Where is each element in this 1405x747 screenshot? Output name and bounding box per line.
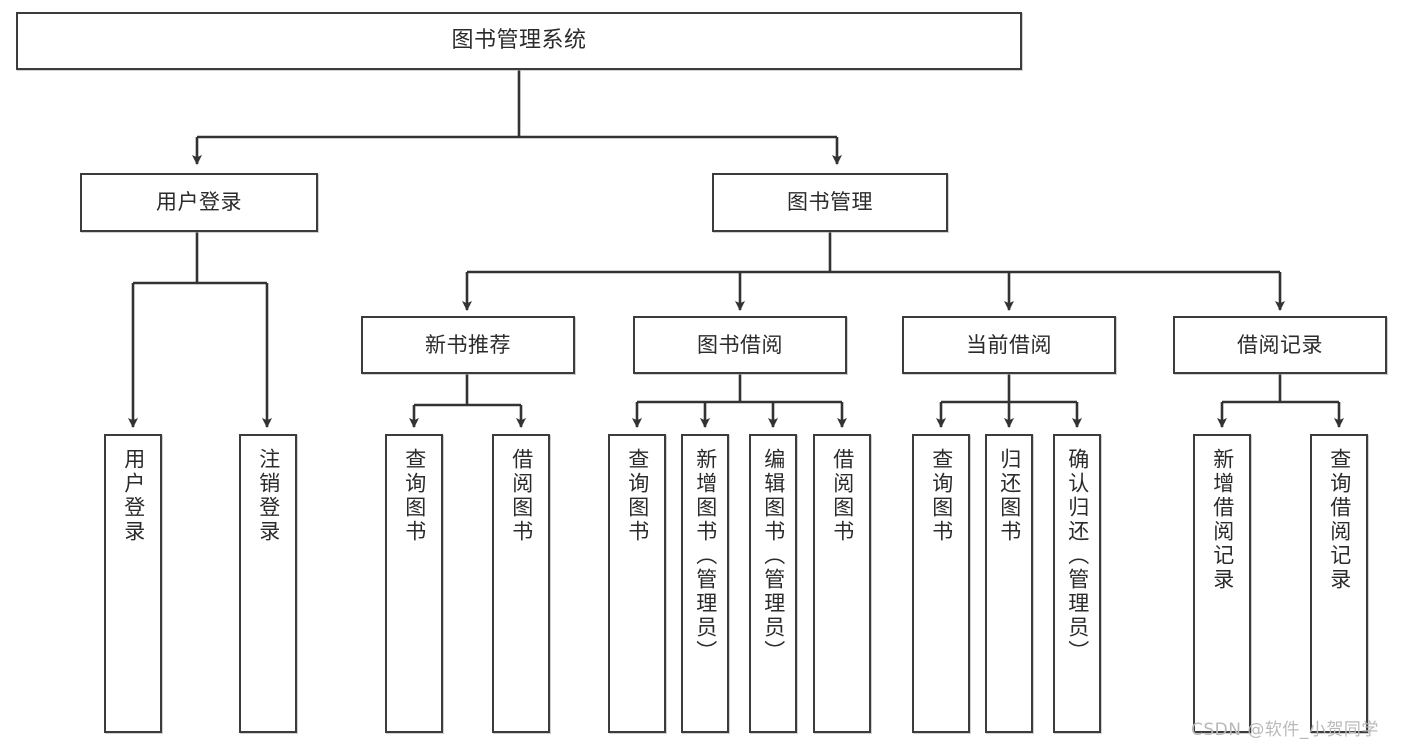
leaf-borrow-book-1[interactable]: 借阅图书 <box>492 434 550 733</box>
node-current-borrow[interactable]: 当前借阅 <box>902 316 1116 374</box>
node-new-book-recommend[interactable]: 新书推荐 <box>361 316 575 374</box>
node-book-borrow[interactable]: 图书借阅 <box>633 316 847 374</box>
node-user-login-label: 用户登录 <box>156 190 242 215</box>
leaf-return-book[interactable]: 归还图书 <box>985 434 1033 733</box>
leaf-borrow-book-2[interactable]: 借阅图书 <box>813 434 871 733</box>
leaf-query-book-3-label: 查询图书 <box>929 448 954 544</box>
leaf-return-book-label: 归还图书 <box>997 448 1022 544</box>
node-root[interactable]: 图书管理系统 <box>16 12 1022 70</box>
node-user-login[interactable]: 用户登录 <box>80 173 318 232</box>
leaf-borrow-book-1-label: 借阅图书 <box>509 448 534 544</box>
leaf-edit-book-admin-label: 编辑图书（管理员） <box>761 448 786 664</box>
leaf-user-login-label: 用户登录 <box>121 448 146 544</box>
leaf-query-book-1[interactable]: 查询图书 <box>385 434 443 733</box>
leaf-add-borrow-record-label: 新增借阅记录 <box>1210 448 1235 592</box>
node-book-manage-label: 图书管理 <box>787 190 873 215</box>
node-new-book-recommend-label: 新书推荐 <box>425 332 511 357</box>
watermark: CSDN @软件_小贺同学 <box>1191 720 1379 740</box>
node-root-label: 图书管理系统 <box>451 28 587 54</box>
leaf-edit-book-admin[interactable]: 编辑图书（管理员） <box>749 434 797 733</box>
node-book-borrow-label: 图书借阅 <box>697 332 783 357</box>
leaf-query-borrow-record-label: 查询借阅记录 <box>1327 448 1352 592</box>
node-borrow-record[interactable]: 借阅记录 <box>1173 316 1387 374</box>
node-current-borrow-label: 当前借阅 <box>966 332 1052 357</box>
leaf-add-book-admin-label: 新增图书（管理员） <box>693 448 718 664</box>
node-book-manage[interactable]: 图书管理 <box>712 173 948 232</box>
leaf-borrow-book-2-label: 借阅图书 <box>830 448 855 544</box>
leaf-confirm-return-admin-label: 确认归还（管理员） <box>1065 448 1090 664</box>
leaf-confirm-return-admin[interactable]: 确认归还（管理员） <box>1053 434 1101 733</box>
leaf-user-login[interactable]: 用户登录 <box>104 434 162 733</box>
leaf-logout[interactable]: 注销登录 <box>239 434 297 733</box>
leaf-logout-label: 注销登录 <box>256 448 281 544</box>
leaf-add-borrow-record[interactable]: 新增借阅记录 <box>1193 434 1251 733</box>
leaf-query-book-1-label: 查询图书 <box>402 448 427 544</box>
leaf-query-borrow-record[interactable]: 查询借阅记录 <box>1310 434 1368 733</box>
leaf-query-book-2[interactable]: 查询图书 <box>608 434 666 733</box>
leaf-query-book-2-label: 查询图书 <box>625 448 650 544</box>
leaf-query-book-3[interactable]: 查询图书 <box>912 434 970 733</box>
leaf-add-book-admin[interactable]: 新增图书（管理员） <box>681 434 729 733</box>
node-borrow-record-label: 借阅记录 <box>1237 332 1323 357</box>
